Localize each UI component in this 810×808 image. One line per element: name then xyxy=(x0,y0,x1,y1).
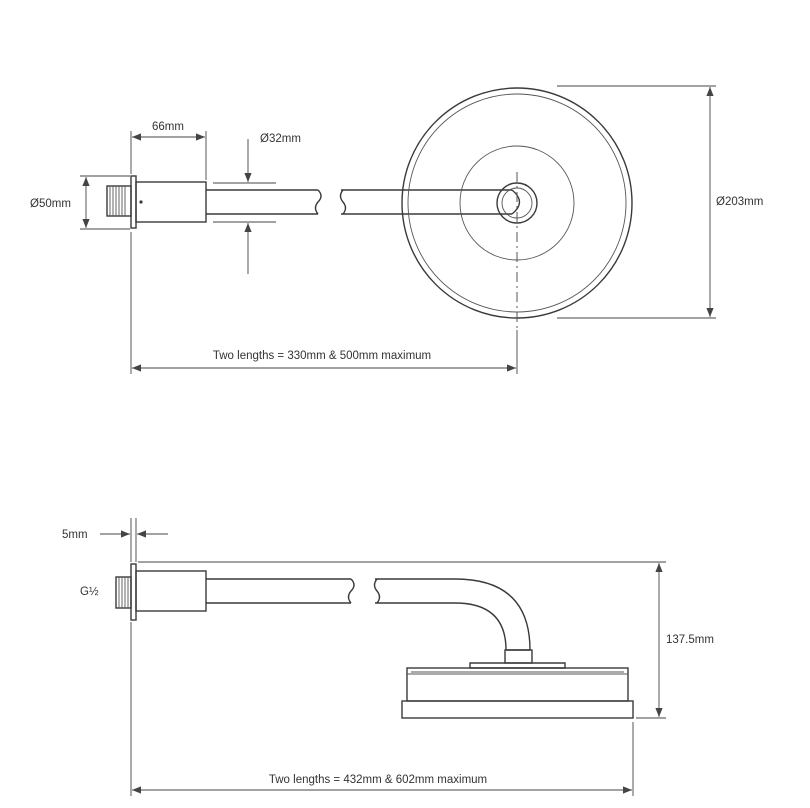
dim-flange-diameter-label: Ø50mm xyxy=(30,198,71,210)
flange-body-side xyxy=(135,570,207,612)
connector-nut xyxy=(504,649,533,664)
dim-flange-depth-label: 66mm xyxy=(152,121,184,133)
dim-flange-depth: 66mm xyxy=(130,121,207,180)
dim-arm-length: Two lengths = 330mm & 500mm maximum xyxy=(130,232,518,374)
top-view: 66mm Ø32mm Ø50mm Ø203mm T xyxy=(30,85,763,374)
shower-head-top xyxy=(401,87,633,319)
dim-flange-diameter: Ø50mm xyxy=(30,175,130,230)
dim-head-diameter-label: Ø203mm xyxy=(716,196,763,208)
threaded-inlet xyxy=(106,185,132,217)
dim-thread-label: G½ xyxy=(80,586,99,598)
threaded-inlet-side xyxy=(115,576,132,609)
dim-total-length-label: Two lengths = 432mm & 602mm maximum xyxy=(269,774,487,786)
dim-thread-depth: 5mm xyxy=(62,518,168,562)
side-view: 5mm G½ 137.5mm Two lengths = 432mm & 602… xyxy=(62,518,714,796)
wall-plate-side xyxy=(130,563,137,621)
dim-pipe-diameter: Ø32mm xyxy=(213,133,301,274)
shower-head-side xyxy=(401,662,634,719)
wall-plate xyxy=(130,175,137,229)
dim-thread-depth-label: 5mm xyxy=(62,529,88,541)
shower-arm-side xyxy=(206,578,531,651)
grub-screw xyxy=(139,200,143,204)
shower-arm xyxy=(206,189,512,215)
dim-height: 137.5mm xyxy=(138,561,714,719)
dim-total-length: Two lengths = 432mm & 602mm maximum xyxy=(130,622,634,796)
dim-arm-length-label: Two lengths = 330mm & 500mm maximum xyxy=(213,350,431,362)
dim-pipe-diameter-label: Ø32mm xyxy=(260,133,301,145)
dim-head-diameter: Ø203mm xyxy=(557,85,763,319)
flange-body xyxy=(135,181,207,223)
dim-height-label: 137.5mm xyxy=(666,634,714,646)
